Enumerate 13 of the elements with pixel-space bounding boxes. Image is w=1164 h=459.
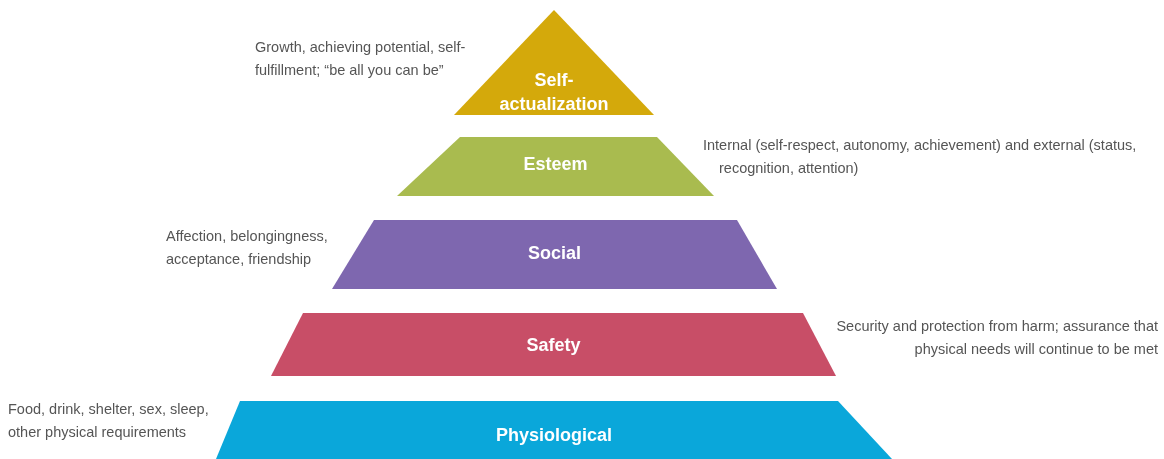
level-label: Esteem <box>522 153 589 176</box>
level-description: Growth, achieving potential, self-fulfillment; “be all you can be” <box>255 38 467 80</box>
level-description: Internal (self-respect, autonomy, achievement) and external (status, recognition, attention) <box>703 136 1138 178</box>
level-label: Self-actualization <box>498 69 610 116</box>
level-description: Security and protection from harm; assurance that physical needs will continue to be met <box>835 317 1158 359</box>
pyramid-level <box>271 313 836 376</box>
pyramid-level <box>332 220 777 289</box>
pyramid-level <box>216 401 892 459</box>
level-description: Food, drink, shelter, sex, sleep, other physical requirements <box>8 400 210 442</box>
level-label: Safety <box>525 334 582 357</box>
level-label: Social <box>527 242 582 265</box>
level-label: Physiological <box>494 424 613 447</box>
level-description: Affection, belongingness, acceptance, friendship <box>166 227 329 269</box>
